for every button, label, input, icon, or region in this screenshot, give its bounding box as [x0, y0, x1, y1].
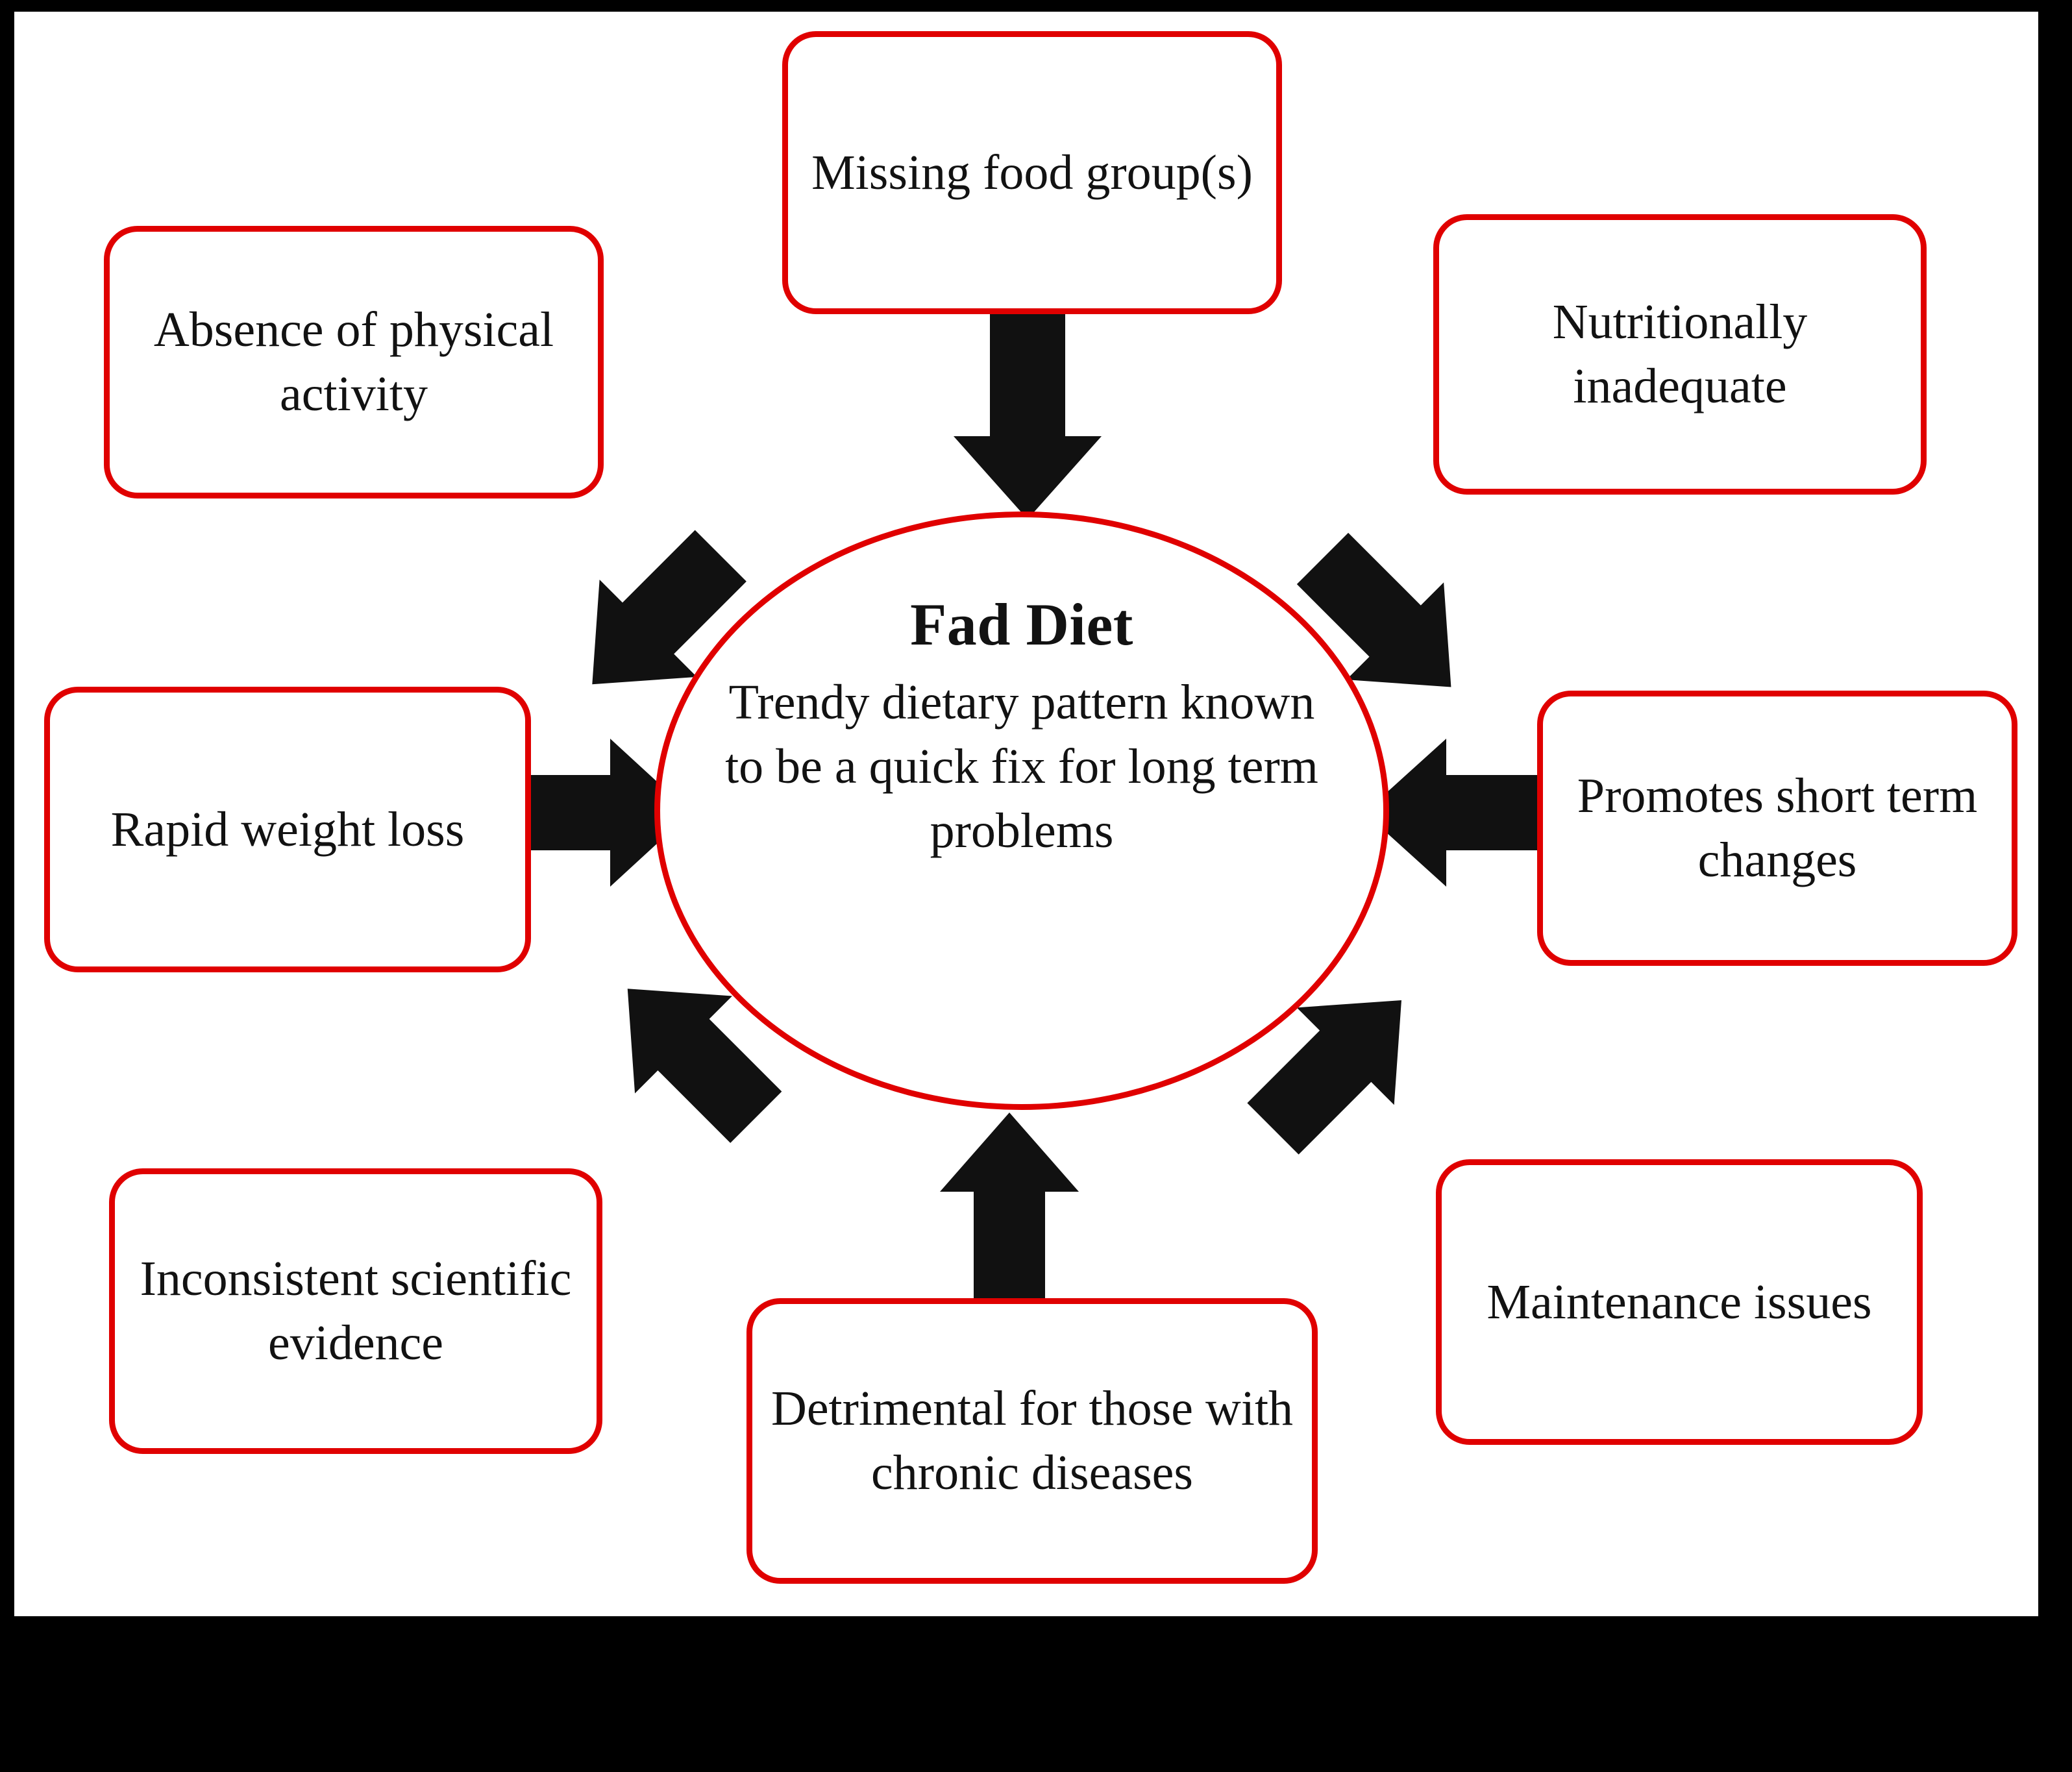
- center-node-fad-diet[interactable]: Fad Diet Trendy dietary pattern known to…: [654, 511, 1389, 1110]
- node-inconsistent-scientific-evidence[interactable]: Inconsistent scientific evidence: [109, 1168, 602, 1454]
- node-missing-food-groups[interactable]: Missing food group(s): [782, 31, 1282, 314]
- center-node-description: Trendy dietary pattern known to be a qui…: [725, 675, 1318, 858]
- center-node-title: Fad Diet: [910, 591, 1133, 658]
- node-promotes-short-term-changes[interactable]: Promotes short term changes: [1537, 691, 2017, 966]
- node-label: Rapid weight loss: [110, 802, 465, 857]
- node-absence-of-physical-activity[interactable]: Absence of physical activity: [104, 226, 604, 498]
- node-nutritionally-inadequate[interactable]: Nutritionally inadequate: [1433, 214, 1927, 495]
- node-label: Missing food group(s): [811, 145, 1253, 200]
- node-label: Promotes short term changes: [1577, 769, 1978, 887]
- node-rapid-weight-loss[interactable]: Rapid weight loss: [44, 687, 531, 972]
- node-label: Absence of physical activity: [153, 302, 554, 421]
- node-detrimental-chronic-diseases[interactable]: Detrimental for those with chronic disea…: [746, 1298, 1318, 1584]
- node-label: Inconsistent scientific evidence: [140, 1251, 572, 1370]
- node-label: Maintenance issues: [1486, 1274, 1872, 1329]
- node-label: Detrimental for those with chronic disea…: [771, 1381, 1294, 1500]
- node-label: Nutritionally inadequate: [1552, 295, 1808, 413]
- node-maintenance-issues[interactable]: Maintenance issues: [1436, 1159, 1923, 1445]
